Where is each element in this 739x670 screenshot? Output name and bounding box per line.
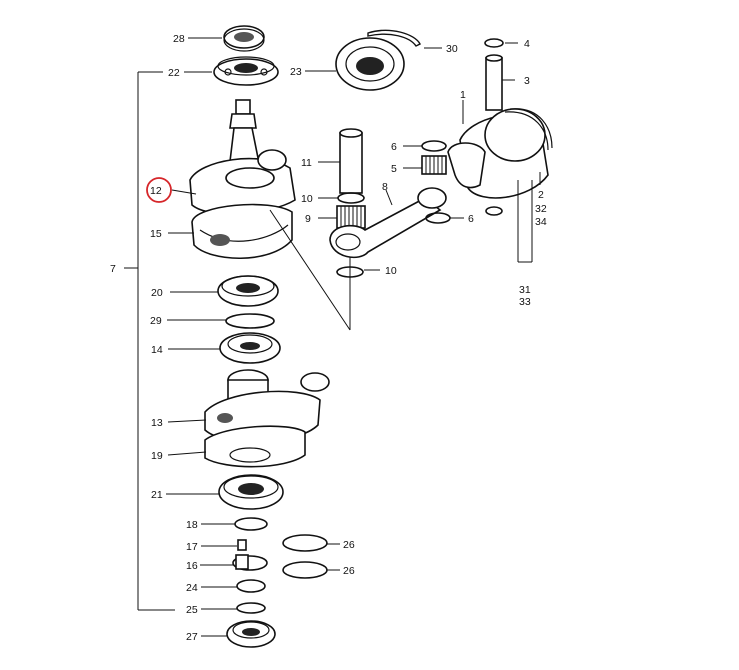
label-31: 31 — [519, 284, 531, 296]
label-27: 27 — [186, 631, 198, 643]
label-6-upper: 6 — [391, 141, 397, 153]
part-11-crank-pin — [339, 128, 363, 194]
part-16-bearing — [232, 554, 268, 571]
part-6-washer-upper — [421, 140, 447, 152]
label-5: 5 — [391, 163, 397, 175]
label-12: 12 — [150, 185, 162, 197]
label-7: 7 — [110, 263, 116, 275]
part-23-oil-seal — [335, 37, 405, 91]
label-18: 18 — [186, 519, 198, 531]
label-2: 2 — [538, 189, 544, 201]
label-11: 11 — [301, 157, 312, 169]
leader-lines — [166, 37, 518, 637]
label-26-upper: 26 — [343, 539, 355, 551]
label-17: 17 — [186, 541, 198, 553]
label-24: 24 — [186, 582, 198, 594]
part-10-washer-upper — [337, 192, 365, 204]
part-6-washer-lower — [425, 212, 451, 224]
part-14-seal — [219, 332, 281, 364]
label-26-lower: 26 — [343, 565, 355, 577]
label-25: 25 — [186, 604, 198, 616]
label-1: 1 — [460, 89, 466, 101]
label-10-lower: 10 — [385, 265, 397, 277]
label-13: 13 — [151, 417, 163, 429]
part-30-snap-ring — [367, 29, 421, 47]
part-22-bearing — [213, 56, 279, 86]
label-32: 32 — [535, 203, 547, 215]
part-27-seal — [226, 620, 276, 648]
part-20-bearing — [217, 275, 279, 307]
label-8: 8 — [382, 181, 388, 193]
part-4-clip — [484, 38, 504, 48]
part-piston-clip — [485, 206, 503, 216]
part-5-needle-bearing — [421, 155, 447, 175]
label-3: 3 — [524, 75, 530, 87]
part-25-circlip — [236, 602, 266, 614]
part-12-15-upper-crankshaft — [189, 99, 296, 259]
label-19: 19 — [151, 450, 163, 462]
label-21: 21 — [151, 489, 163, 501]
part-28-oil-seal — [223, 25, 265, 52]
label-34: 34 — [535, 216, 547, 228]
label-29: 29 — [150, 315, 162, 327]
group-bracket-7 — [124, 71, 175, 611]
part-9-needle-bearing — [336, 205, 366, 229]
part-24-washer — [236, 579, 266, 593]
part-21-bearing — [218, 474, 284, 510]
part-18-washer — [234, 517, 268, 531]
label-15: 15 — [150, 228, 162, 240]
part-8-connecting-rod — [329, 187, 447, 259]
part-10-washer-lower — [336, 266, 364, 278]
label-10-upper: 10 — [301, 193, 313, 205]
part-17-key — [237, 539, 247, 551]
label-28: 28 — [173, 33, 185, 45]
part-13-19-lower-crankshaft — [204, 369, 330, 468]
label-14: 14 — [151, 344, 163, 356]
part-29-ring — [225, 313, 275, 329]
assembly-line — [269, 209, 351, 331]
label-9: 9 — [305, 213, 311, 225]
part-26-shims — [282, 534, 328, 579]
label-20: 20 — [151, 287, 163, 299]
label-23: 23 — [290, 66, 302, 78]
label-22: 22 — [168, 67, 180, 79]
part-3-piston-pin — [485, 54, 503, 111]
label-4: 4 — [524, 38, 530, 50]
label-30: 30 — [446, 43, 458, 55]
part-labels: 28 22 23 30 4 3 1 6 5 11 8 10 9 6 10 2 3… — [110, 33, 547, 643]
highlight-circle-12 — [146, 177, 172, 203]
label-33: 33 — [519, 296, 531, 308]
label-6-lower: 6 — [468, 213, 474, 225]
part-1-piston — [447, 108, 553, 199]
label-16: 16 — [186, 560, 198, 572]
